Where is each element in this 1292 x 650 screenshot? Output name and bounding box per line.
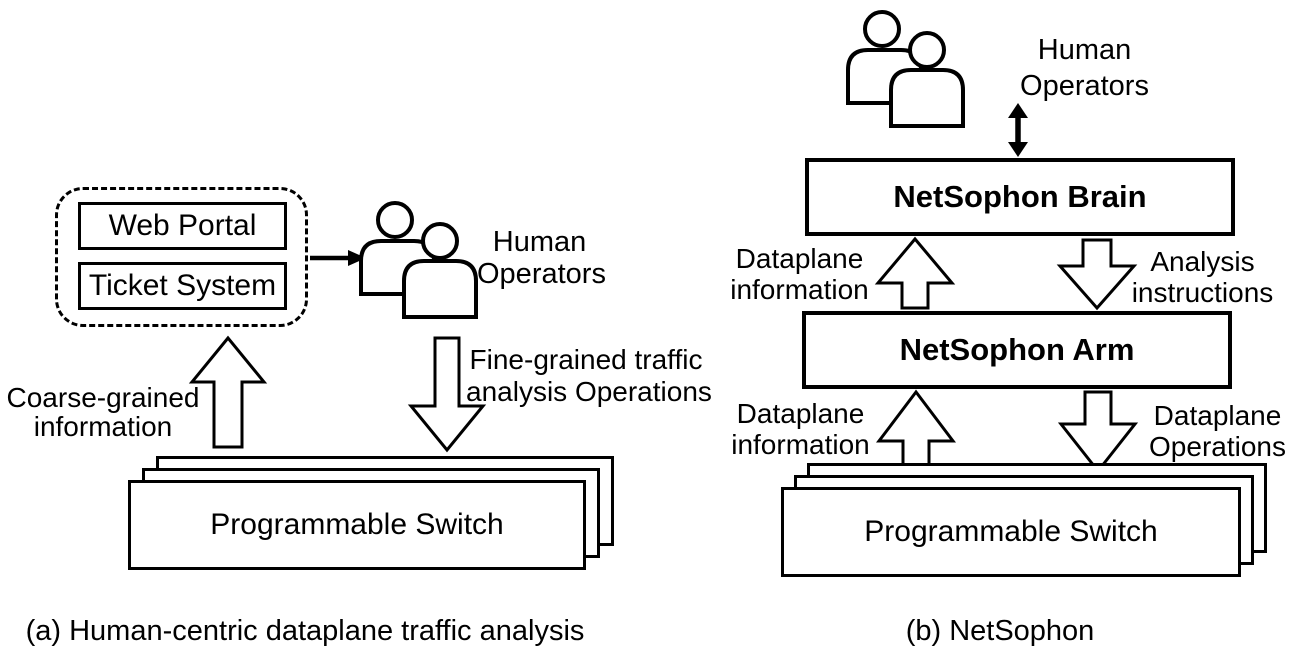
caption-a: (a) Human-centric dataplane traffic anal… [25, 615, 585, 647]
fine-grained-down-arrow-icon [407, 336, 487, 453]
dataplane-info-up-arrow-1-icon [874, 236, 956, 310]
portal-group-dashed-box [55, 187, 308, 327]
programmable-switch-label-a: Programmable Switch [210, 508, 504, 541]
human-operators-label-b-line2: Operators [1020, 70, 1149, 102]
switch-stack-b-front-layer: Programmable Switch [781, 487, 1241, 577]
human-operators-label-line2: Operators [477, 258, 606, 290]
web-portal-box: Web Portal [78, 202, 287, 250]
coarse-grained-label: Coarse-grained information [5, 383, 201, 441]
programmable-switch-label-b: Programmable Switch [864, 515, 1158, 548]
netsophon-brain-box: NetSophon Brain [805, 158, 1235, 236]
portal-to-operators-arrow-icon [310, 250, 366, 266]
human-operators-icon [359, 201, 478, 319]
fine-grained-label: Fine-grained traffic analysis Operations [466, 344, 712, 408]
human-operators-label-b: Human Operators [1012, 32, 1157, 104]
human-operators-label-b-line1: Human [1037, 34, 1132, 66]
fine-grained-label-line2: analysis Operations [466, 376, 712, 407]
human-operators-icon-b [846, 10, 965, 128]
netsophon-arm-box: NetSophon Arm [802, 311, 1232, 389]
dataplane-info-up-arrow-2-icon [875, 389, 957, 473]
analysis-instructions-down-arrow-icon [1056, 238, 1138, 311]
ticket-system-box: Ticket System [78, 262, 287, 310]
human-operators-label-line1: Human [492, 226, 587, 258]
dataplane-info-label-2-line2: information [731, 429, 870, 460]
dataplane-operations-down-arrow-icon [1057, 390, 1139, 474]
operators-brain-double-arrow-icon [1008, 103, 1028, 157]
coarse-grained-label-line2: information [33, 411, 173, 442]
dataplane-operations-label-line1: Dataplane [1153, 400, 1282, 431]
dataplane-operations-label: Dataplane Operations [1140, 400, 1292, 462]
dataplane-info-label-1: Dataplane information [722, 243, 877, 305]
caption-b: (b) NetSophon [905, 615, 1095, 647]
dataplane-info-label-2: Dataplane information [723, 398, 878, 460]
analysis-instructions-label-line1: Analysis [1150, 246, 1255, 277]
analysis-instructions-label-line2: instructions [1131, 277, 1274, 308]
fine-grained-label-line1: Fine-grained traffic [469, 344, 703, 375]
dataplane-info-label-1-line2: information [730, 274, 869, 305]
human-operators-label: Human Operators [477, 226, 606, 290]
analysis-instructions-label: Analysis instructions [1125, 246, 1280, 308]
switch-stack-front-layer: Programmable Switch [128, 480, 586, 570]
dataplane-info-label-1-line1: Dataplane [735, 243, 864, 274]
dataplane-info-label-2-line1: Dataplane [736, 398, 865, 429]
coarse-grained-label-line1: Coarse-grained [6, 382, 200, 413]
coarse-grained-up-arrow-icon [188, 335, 268, 449]
dataplane-operations-label-line2: Operations [1149, 431, 1286, 462]
